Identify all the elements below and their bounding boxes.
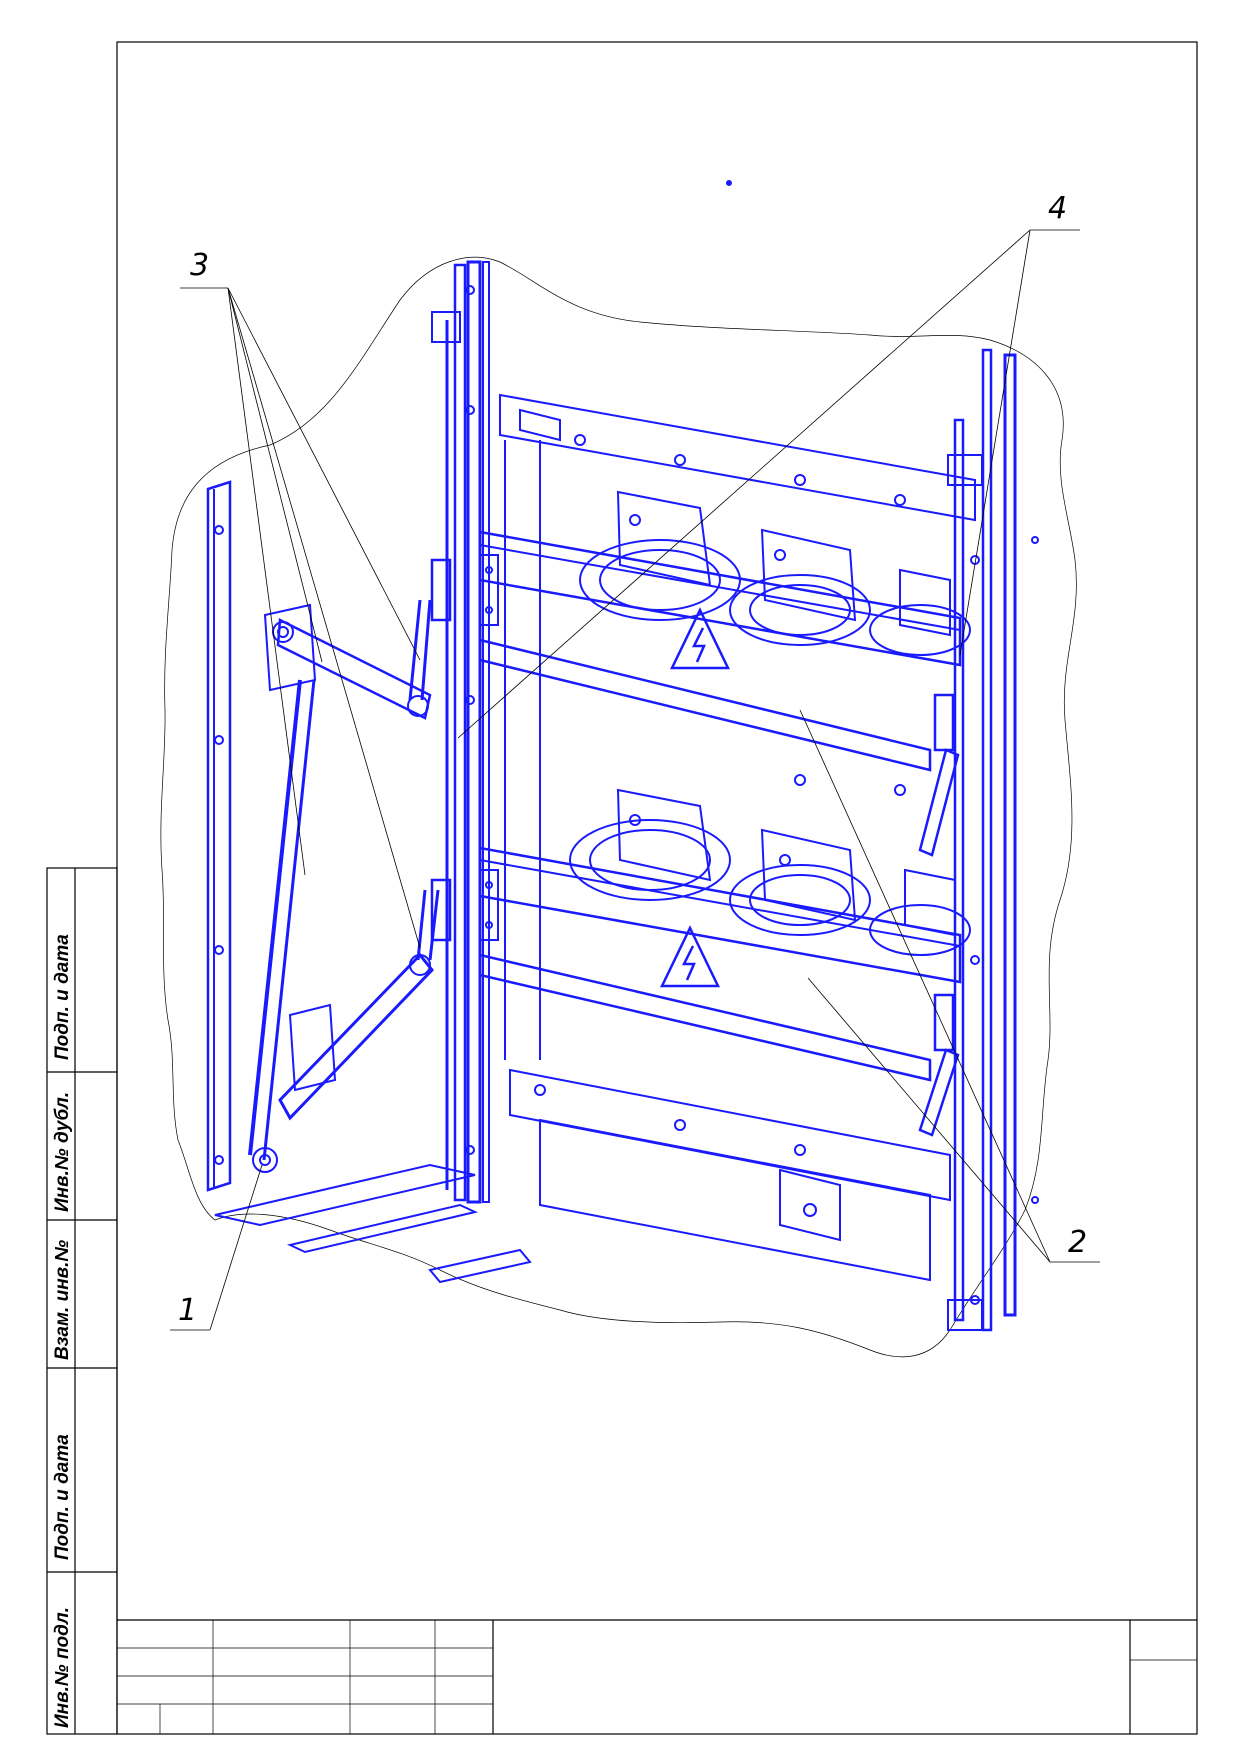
left-mounting-bar	[206, 480, 232, 1192]
side-stamp-table: Подп. и дата Инв.№ дубл. Взам. инв.№ Под…	[46, 867, 118, 1735]
floor-rails	[214, 1163, 532, 1284]
drive-linkage	[248, 599, 440, 1173]
right-post	[947, 348, 1039, 1332]
stamp-inv-podl: Инв.№ подл.	[52, 1607, 73, 1728]
upper-high-voltage-warning-icon	[670, 607, 730, 670]
right-latches	[918, 693, 960, 1137]
left-post	[431, 260, 490, 1204]
lower-insulator-shelf	[478, 788, 971, 984]
back-panel	[499, 393, 976, 1060]
switchgear-assembly	[206, 180, 1039, 1332]
callout-label-4: 4	[1048, 191, 1067, 226]
stamp-sign-date-top: Подп. и дата	[52, 934, 73, 1060]
callout-2: 2	[799, 709, 1100, 1263]
lower-high-voltage-warning-icon	[660, 925, 720, 988]
lower-hinge	[430, 869, 499, 942]
callout-4: 4	[457, 191, 1080, 739]
callout-3: 3	[180, 248, 421, 949]
stamp-sign-date-bottom: Подп. и дата	[52, 1434, 73, 1560]
upper-insulator-shelf	[478, 490, 971, 667]
callout-1: 1	[170, 1164, 263, 1331]
upper-hinge	[430, 554, 499, 626]
callout-label-2: 2	[1068, 1225, 1087, 1260]
callout-label-3: 3	[190, 248, 209, 283]
stamp-vzam-inv: Взам. инв.№	[52, 1240, 73, 1360]
callout-label-1: 1	[178, 1293, 197, 1328]
title-block	[117, 1619, 1197, 1734]
middle-bus-bar	[478, 638, 932, 772]
bottom-base	[478, 953, 951, 1282]
stamp-inv-dubl: Инв.№ дубл.	[52, 1092, 73, 1212]
